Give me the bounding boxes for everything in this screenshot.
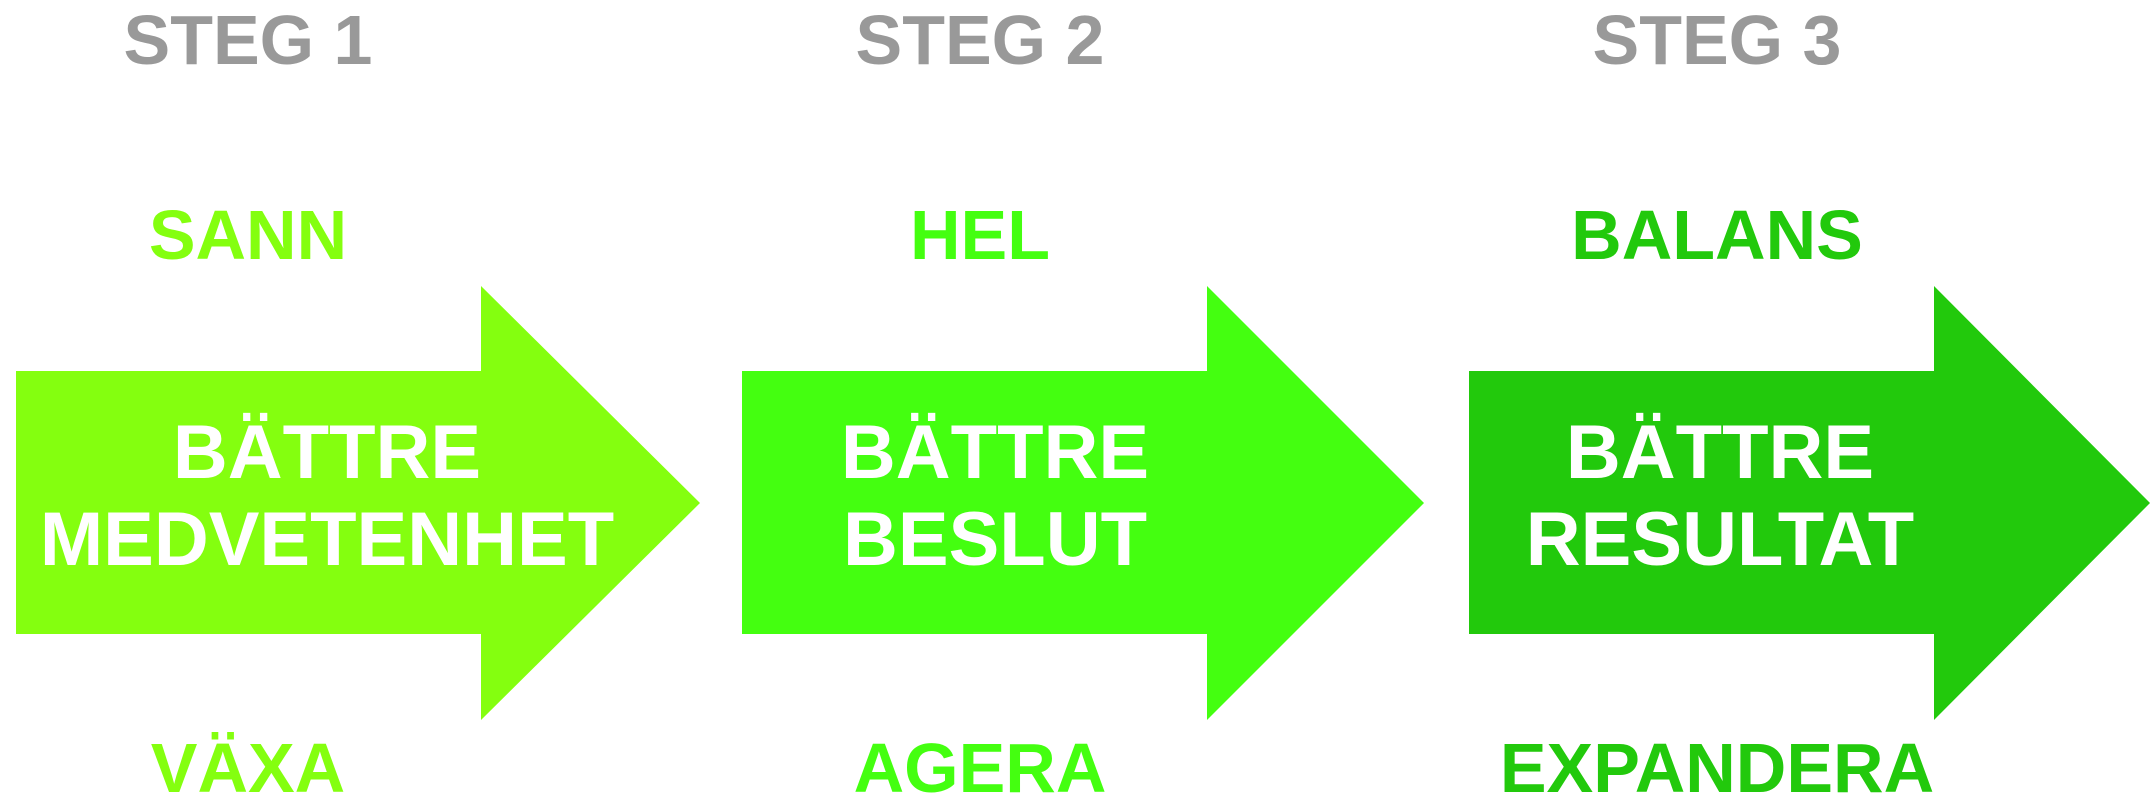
step-3-arrow	[1469, 286, 2150, 720]
step-3: STEG 3 BALANS BÄTTRE RESULTAT EXPANDERA	[1469, 1, 2150, 807]
step-2-arrow-line-1: BÄTTRE	[841, 410, 1149, 495]
step-1-arrow	[16, 286, 700, 720]
step-1-top-word: SANN	[149, 196, 347, 274]
step-3-arrow-line-1: BÄTTRE	[1566, 410, 1874, 495]
step-2-arrow-line-2: BESLUT	[843, 497, 1147, 582]
step-2-label: STEG 2	[856, 1, 1105, 79]
step-2-arrow	[742, 286, 1424, 720]
step-1-bottom-word: VÄXA	[151, 729, 345, 807]
step-1-arrow-line-2: MEDVETENHET	[40, 497, 614, 582]
step-1-label: STEG 1	[124, 1, 373, 79]
step-3-label: STEG 3	[1593, 1, 1842, 79]
step-2-top-word: HEL	[910, 196, 1050, 274]
step-2: STEG 2 HEL BÄTTRE BESLUT AGERA	[742, 1, 1424, 807]
step-2-bottom-word: AGERA	[854, 729, 1107, 807]
step-3-bottom-word: EXPANDERA	[1500, 729, 1934, 807]
step-1: STEG 1 SANN BÄTTRE MEDVETENHET VÄXA	[16, 1, 700, 807]
step-3-top-word: BALANS	[1571, 196, 1863, 274]
step-3-arrow-line-2: RESULTAT	[1526, 497, 1914, 582]
step-1-arrow-line-1: BÄTTRE	[173, 410, 481, 495]
